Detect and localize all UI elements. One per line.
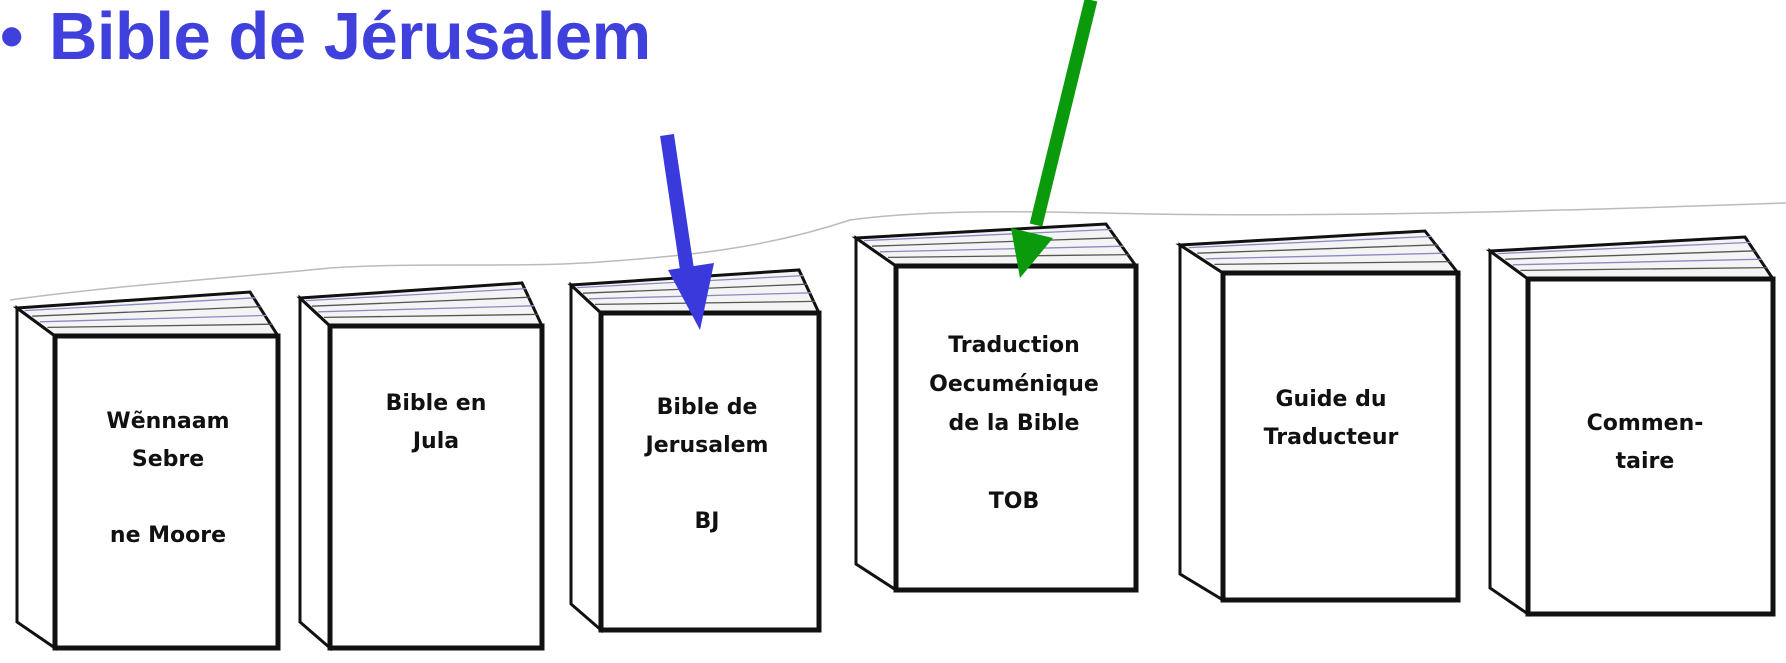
page-line [1505, 250, 1757, 260]
book-title-line: TOB [989, 489, 1039, 514]
page-line [1205, 252, 1445, 260]
page-line [1520, 266, 1768, 272]
book-spine [1488, 248, 1530, 617]
blue-arrow [660, 133, 714, 330]
book-title-line: Guide du [1276, 387, 1387, 412]
book-spine [854, 235, 898, 593]
page-line [39, 314, 267, 323]
book-title-line: Commen- [1587, 411, 1704, 436]
book-spine [15, 305, 57, 651]
page-line [1197, 244, 1439, 254]
book-title-line: Bible en [386, 391, 487, 416]
book-title-line: Oecuménique [929, 372, 1099, 397]
page-line [887, 253, 1131, 259]
book-cover [1220, 270, 1461, 603]
book-cover [598, 310, 822, 633]
book-6: Commen-taire [1485, 235, 1776, 617]
page-line [863, 228, 1113, 242]
page-line [47, 323, 273, 329]
page-line [879, 245, 1125, 253]
heading-text: Bible de Jérusalem [48, 0, 651, 74]
page-line [1497, 241, 1751, 255]
page-line [1512, 258, 1762, 266]
book-spine [1178, 242, 1225, 603]
page-line [1214, 260, 1452, 266]
book-title-line: Traduction [948, 333, 1080, 358]
book-spine [298, 294, 332, 652]
book-title-line: ne Moore [110, 523, 226, 548]
page-line [1188, 235, 1432, 249]
page-line [317, 305, 535, 313]
book-spine [569, 281, 603, 634]
page-line [871, 237, 1119, 247]
book-title-line: BJ [695, 509, 720, 534]
book-title-line: Wẽnnaam [106, 409, 229, 434]
book-cover [893, 263, 1139, 593]
book-5: Guide du Traducteur [1175, 229, 1462, 603]
page-line [305, 287, 527, 302]
page-line [24, 297, 256, 312]
book-title-line: Traducteur [1264, 425, 1399, 450]
page-line [323, 313, 539, 319]
page-line [32, 305, 262, 317]
book-title-line: Sebre [132, 447, 204, 472]
paper-cutout-edge [9, 202, 1786, 301]
heading-bullet: • [0, 0, 23, 74]
slide-heading: • Bible de Jérusalem [0, 0, 651, 75]
book-title-line: Jula [411, 429, 459, 454]
book-cover [52, 333, 281, 651]
page-line [311, 296, 531, 307]
book-title-line: de la Bible [949, 411, 1080, 436]
book-2: Bible en Jula [296, 281, 545, 652]
book-cover [1525, 276, 1776, 617]
book-title-line: Jerusalem [644, 433, 769, 458]
book-title-line: taire [1616, 449, 1675, 474]
book-title-line: Bible de [657, 395, 758, 420]
green-arrow [1011, 0, 1098, 278]
book-cover [327, 323, 545, 651]
